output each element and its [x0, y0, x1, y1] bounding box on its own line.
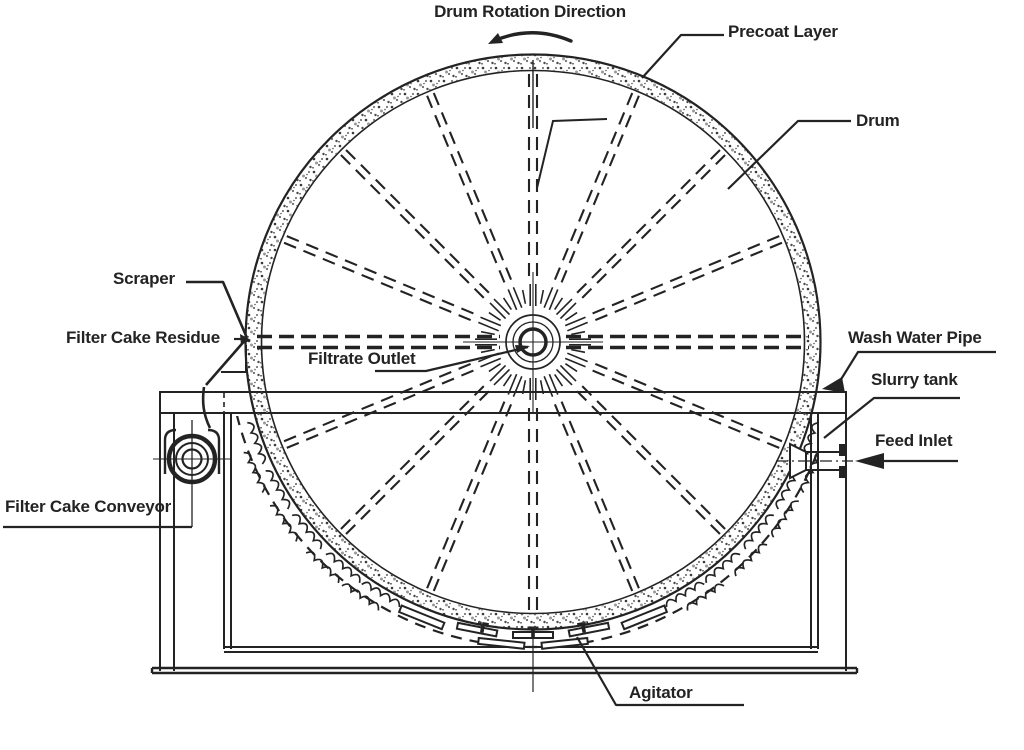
tank-right-inner-wall	[811, 413, 818, 649]
leader-agitator	[577, 637, 744, 705]
tank-rim-band	[160, 392, 846, 413]
label-rotation-direction: Drum Rotation Direction	[434, 2, 626, 21]
feed-flange-top	[839, 444, 846, 456]
wash-water-nozzle	[822, 377, 845, 393]
scraper-blade	[206, 338, 247, 385]
conveyor-left-guard	[165, 430, 176, 474]
drum-centerlines	[463, 60, 603, 692]
hub-ring-1	[513, 322, 553, 362]
leader-drum	[728, 121, 851, 189]
leader-lines	[3, 35, 996, 705]
label-scraper: Scraper	[113, 269, 175, 288]
feed-arrowhead	[855, 453, 884, 469]
label-slurry-tank: Slurry tank	[871, 370, 958, 389]
slurry-level-waves	[244, 421, 823, 611]
tank-left-inner-wall	[224, 413, 231, 649]
scraper-assembly	[203, 338, 247, 428]
label-filter-cake-residue: Filter Cake Residue	[66, 328, 220, 347]
label-wash-water-pipe: Wash Water Pipe	[848, 328, 982, 347]
rotation-arrow-icon	[488, 33, 571, 44]
internal-pipe-callout	[537, 119, 607, 188]
leader-slurry-tank	[824, 398, 960, 438]
scraper-bracket	[221, 345, 246, 372]
cake-chute	[203, 387, 210, 428]
leader-filtrate-outlet	[375, 347, 528, 371]
label-filter-cake-conveyor: Filter Cake Conveyor	[5, 497, 172, 516]
filter-cake-conveyor	[153, 420, 231, 527]
filtrate-arrowhead	[515, 345, 530, 353]
tank-outer-bottom	[152, 668, 857, 673]
label-feed-inlet: Feed Inlet	[875, 431, 953, 450]
drum-spokes	[284, 74, 782, 610]
feed-flange-bottom	[839, 466, 846, 478]
label-filtrate-outlet: Filtrate Outlet	[308, 349, 416, 368]
leader-scraper	[186, 282, 247, 338]
agitator	[399, 606, 667, 649]
hub-ring-2	[506, 315, 560, 369]
filtrate-outlet-hub	[475, 284, 591, 400]
label-agitator: Agitator	[629, 683, 693, 702]
leader-wash-water	[840, 352, 996, 381]
feed-inlet-pipe	[776, 444, 853, 478]
residue-arrowhead	[240, 334, 251, 345]
hub-crosshair	[463, 272, 603, 412]
hub-core	[520, 329, 546, 355]
drum-shaft-axis	[257, 337, 809, 348]
slurry-tank-body	[152, 392, 857, 673]
tank-left-outer-wall	[160, 413, 174, 671]
conveyor-right-guard	[208, 430, 219, 474]
label-drum: Drum	[856, 111, 900, 130]
leader-precoat-layer	[642, 35, 724, 78]
label-precoat-layer: Precoat Layer	[728, 22, 838, 41]
